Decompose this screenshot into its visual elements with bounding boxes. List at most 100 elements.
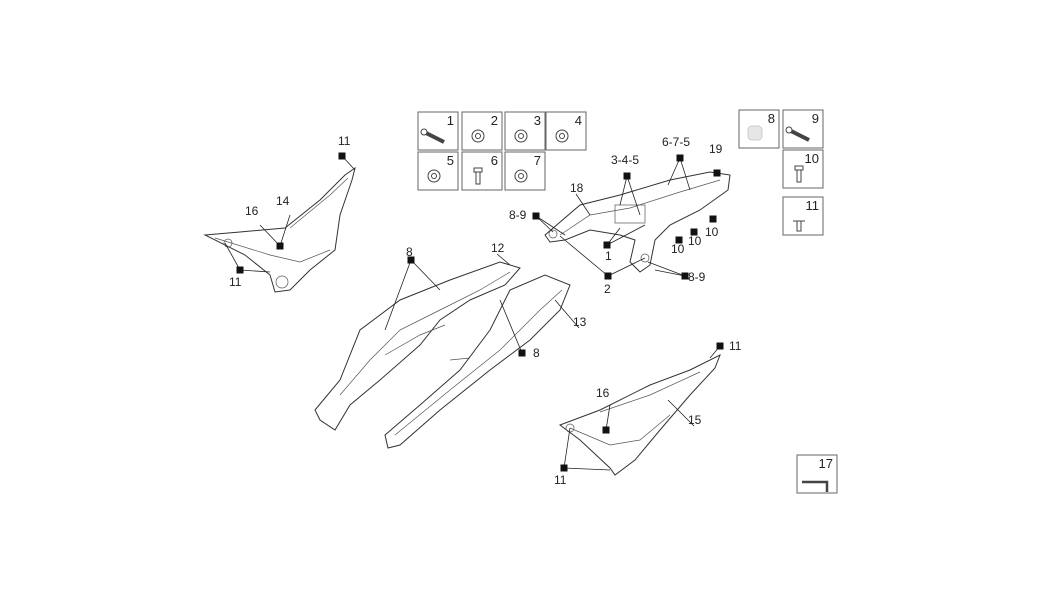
washer-icon — [514, 169, 528, 183]
callout-10: 10 — [688, 228, 702, 248]
hardware-box-label: 17 — [819, 456, 833, 471]
callout-3-4-5: 3-4-5 — [611, 153, 641, 216]
left-side-fairing-part — [203, 166, 356, 293]
callout-11: 11 — [554, 427, 611, 487]
callout-11: 11 — [709, 339, 742, 359]
hardware-box-9: 9 — [782, 109, 824, 149]
inner-panel-part — [314, 261, 521, 431]
callout-label: 12 — [491, 241, 505, 255]
leader-line — [239, 269, 271, 273]
hardware-box-label: 9 — [812, 111, 819, 126]
leader-line — [563, 427, 571, 469]
hardware-box-5: 5 — [417, 151, 459, 191]
screw-icon — [473, 167, 483, 185]
hardware-box-label: 4 — [575, 113, 582, 128]
callout-13: 13 — [554, 299, 587, 329]
leader-line — [563, 467, 611, 471]
rubber-plug-icon — [747, 125, 763, 141]
screw-icon — [794, 165, 804, 183]
hardware-box-label: 5 — [447, 153, 454, 168]
callout-marker — [407, 256, 415, 264]
hardware-box-4: 4 — [545, 111, 587, 151]
hardware-box-label: 11 — [806, 198, 820, 213]
callout-label: 14 — [276, 194, 290, 208]
callout-label: 16 — [596, 386, 610, 400]
callout-label: 11 — [554, 473, 567, 487]
callout-12: 12 — [491, 241, 511, 266]
callout-label: 8-9 — [509, 208, 527, 222]
callout-label: 11 — [229, 275, 242, 289]
callout-8: 8 — [384, 245, 441, 331]
hardware-box-7: 7 — [504, 151, 546, 191]
callout-label: 11 — [729, 339, 742, 353]
leader-line — [667, 399, 695, 427]
callout-marker — [681, 272, 689, 280]
leader-line — [606, 224, 646, 246]
spacer-icon — [427, 169, 441, 183]
callout-marker — [602, 426, 610, 434]
callout-label: 10 — [705, 225, 719, 239]
leader-line — [554, 299, 580, 329]
hardware-box-label: 6 — [491, 153, 498, 168]
hardware-box-1: 1 — [417, 111, 459, 151]
hardware-box-label: 1 — [447, 113, 454, 128]
callout-19: 19 — [709, 142, 723, 177]
right-side-fairing-part — [558, 353, 721, 476]
callout-label: 8 — [406, 245, 413, 259]
callout-16: 16 — [596, 386, 611, 434]
callout-marker — [518, 349, 526, 357]
leader-line — [626, 175, 641, 216]
hardware-box-label: 10 — [805, 151, 819, 166]
callout-18: 18 — [570, 181, 591, 216]
leader-line — [410, 259, 441, 291]
callout-16: 16 — [245, 204, 284, 250]
leader-line — [496, 253, 511, 266]
callout-label: 6-7-5 — [662, 135, 690, 149]
callout-10: 10 — [705, 215, 719, 239]
leader-line — [499, 299, 523, 354]
callout-label: 10 — [688, 234, 702, 248]
callout-marker — [338, 152, 346, 160]
hardware-box-label: 3 — [534, 113, 541, 128]
callout-marker — [676, 154, 684, 162]
callout-11: 11 — [338, 134, 356, 171]
callout-label: 8 — [533, 346, 540, 360]
callout-marker — [603, 241, 611, 249]
leader-line — [384, 259, 412, 331]
callout-marker — [716, 342, 724, 350]
clip-nut-icon — [555, 129, 569, 143]
callout-marker — [604, 272, 612, 280]
leader-line — [667, 157, 681, 186]
hardware-box-label: 7 — [534, 153, 541, 168]
leader-line — [605, 404, 611, 431]
grommet-icon — [471, 129, 485, 143]
leader-line — [654, 269, 686, 277]
callout-marker — [532, 212, 540, 220]
hardware-box-17: 17 — [796, 454, 838, 494]
rivet-icon — [793, 220, 805, 232]
hardware-box-label: 2 — [491, 113, 498, 128]
callout-label: 15 — [688, 413, 702, 427]
callout-marker — [236, 266, 244, 274]
hardware-box-10: 10 — [782, 149, 824, 189]
leader-line — [535, 215, 566, 236]
leader-line — [575, 193, 591, 216]
callout-marker — [690, 228, 698, 236]
bolt-icon — [420, 128, 445, 144]
callout-8-9: 8-9 — [509, 208, 566, 236]
callout-marker — [675, 236, 683, 244]
hardware-box-6: 6 — [461, 151, 503, 191]
callout-marker — [623, 172, 631, 180]
callout-label: 1 — [605, 249, 612, 263]
callout-2: 2 — [559, 235, 646, 296]
callout-label: 16 — [245, 204, 259, 218]
callout-label: 13 — [573, 315, 587, 329]
callout-marker — [713, 169, 721, 177]
leader-line — [224, 242, 241, 271]
leader-line — [679, 157, 691, 191]
callout-marker — [276, 242, 284, 250]
self-tapping-screw-icon — [785, 126, 810, 142]
nut-icon — [514, 129, 528, 143]
callout-10: 10 — [671, 236, 685, 256]
